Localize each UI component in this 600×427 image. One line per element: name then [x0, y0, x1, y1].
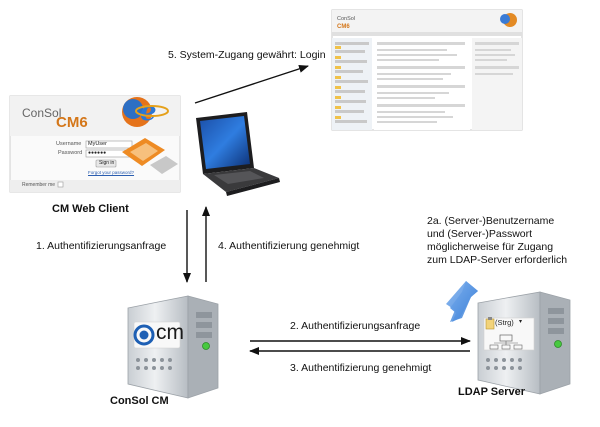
step4-label: 4. Authentifizierung genehmigt — [218, 240, 360, 252]
signin-button[interactable]: Sign in — [99, 160, 115, 166]
step5-label: 5. System-Zugang gewährt: Login — [168, 49, 326, 61]
laptop-icon — [196, 112, 280, 196]
consol-cm-server-icon — [127, 295, 219, 399]
ldap-server-label: LDAP Server — [458, 386, 526, 398]
step2a-line-1: 2a. (Server-)Benutzername — [427, 215, 555, 227]
login-window: e — [9, 95, 181, 193]
consol-cm-label: ConSol CM — [110, 395, 169, 407]
svg-text:ConSol: ConSol — [337, 16, 355, 22]
step2a-line-4: zum LDAP-Server erforderlich — [427, 254, 568, 266]
arrow-step5 — [194, 64, 309, 104]
orange-accent-shape — [122, 138, 178, 174]
chevron-down-icon: ▾ — [519, 319, 523, 325]
password-field[interactable]: ●●●●●● — [88, 150, 107, 156]
web-client-label: CM Web Client — [52, 203, 129, 215]
step3-label: 3. Authentifizierung genehmigt — [290, 362, 432, 374]
password-label: Password — [58, 150, 83, 156]
username-label: Username — [56, 141, 82, 147]
internet-explorer-icon: e — [135, 97, 169, 127]
step1-label: 1. Authentifizierungsanfrage — [36, 240, 167, 252]
username-field[interactable]: MyUser — [88, 141, 107, 147]
consol-logo-text: ConSol — [22, 106, 62, 120]
ldap-server-icon — [477, 291, 571, 395]
step2a-line-3: möglicherweise für Zugang — [427, 241, 554, 253]
remember-me-label: Remember me — [22, 182, 56, 188]
cm6-logo-text: CM6 — [56, 114, 88, 131]
consol-cm-badge: cm — [156, 321, 184, 344]
step2-label: 2. Authentifizierungsanfrage — [290, 320, 421, 332]
credentials-arrow — [446, 281, 478, 322]
svg-text:CM6: CM6 — [337, 24, 350, 30]
svg-text:e: e — [140, 97, 157, 127]
forgot-password-link[interactable]: Forgot your password? — [88, 170, 135, 175]
remember-me-checkbox[interactable] — [58, 182, 63, 187]
app-screenshot-thumbnail: ConSol CM6 — [331, 9, 523, 131]
ldap-strg-label: (Strg) — [495, 318, 514, 327]
step2a-line-2: und (Server-)Passwort — [427, 228, 533, 240]
step2a-note: 2a. (Server-)Benutzername und (Server-)P… — [427, 215, 567, 267]
